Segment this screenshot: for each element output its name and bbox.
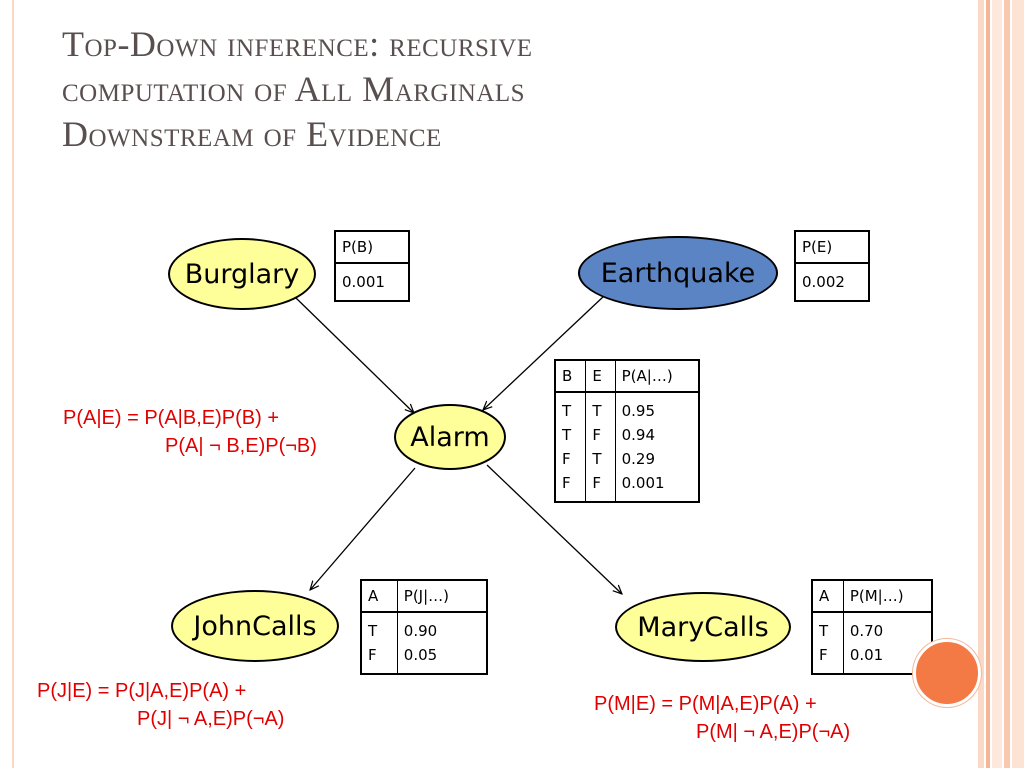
node-johncalls-label: JohnCalls <box>193 610 317 642</box>
cpt-column: T F T F <box>585 392 616 502</box>
cpt-column: T F <box>812 612 844 674</box>
node-alarm-label: Alarm <box>410 421 490 453</box>
cpt-cell: T <box>592 402 602 420</box>
cpt-column: 0.90 0.05 <box>397 612 487 674</box>
border-stripe <box>1004 0 1010 768</box>
cpt-cell: 0.70 <box>849 622 884 640</box>
slide-title: Top-Down inference: recursive computatio… <box>62 22 962 157</box>
cpt-cell: F <box>562 450 571 468</box>
cpt-cell: 0.001 <box>621 474 665 492</box>
cpt-value: 0.002 <box>802 273 845 291</box>
cpt-cell: T <box>592 450 602 468</box>
cpt-cell: F <box>819 646 828 664</box>
cpt-value: 0.001 <box>342 273 385 291</box>
cpt-header: P(A|…) <box>615 360 699 393</box>
cpt-header: B <box>555 360 587 393</box>
decorative-circle <box>913 639 981 707</box>
title-line-1: Top-Down inference: recursive <box>62 24 533 64</box>
cpt-burglary: P(B) 0.001 <box>334 230 410 302</box>
formula-line: P(M|E) = P(M|A,E)P(A) + <box>594 693 817 715</box>
cpt-alarm: B E P(A|…) T T F F T F T F 0.95 0.94 0.2… <box>554 359 700 503</box>
cpt-cell: 0.05 <box>403 646 438 664</box>
cpt-johncalls: A P(J|…) T F 0.90 0.05 <box>360 579 488 675</box>
cpt-column: T T F F <box>555 392 587 502</box>
node-burglary-label: Burglary <box>184 258 300 290</box>
formula-alarm: P(A|E) = P(A|B,E)P(B) + P(A| ¬ B,E)P(¬B) <box>63 404 317 460</box>
formula-line: P(A|E) = P(A|B,E)P(B) + <box>63 407 279 429</box>
node-earthquake: Earthquake <box>578 236 778 310</box>
node-earthquake-label: Earthquake <box>600 257 756 289</box>
formula-line: P(J|E) = P(J|A,E)P(A) + <box>37 680 247 702</box>
formula-line: P(J| ¬ A,E)P(¬A) <box>137 708 285 730</box>
cpt-header: A <box>812 580 844 613</box>
cpt-column: T F <box>361 612 398 674</box>
border-stripe <box>992 0 1002 768</box>
cpt-header: P(J|…) <box>397 580 487 613</box>
cpt-cell: T <box>368 622 378 640</box>
node-marycalls-label: MaryCalls <box>637 611 769 643</box>
cpt-cell: F <box>592 426 602 444</box>
edge-alarm-marycalls <box>486 464 622 594</box>
cpt-cell: 0.29 <box>621 450 656 468</box>
cpt-cell: F <box>592 474 602 492</box>
node-johncalls: JohnCalls <box>171 590 339 662</box>
cpt-earthquake: P(E) 0.002 <box>794 230 870 302</box>
cpt-header: P(M|…) <box>843 580 932 613</box>
border-stripe <box>1012 0 1024 768</box>
cpt-cell: T <box>562 402 572 420</box>
title-line-3: Downstream of Evidence <box>62 114 442 154</box>
cpt-header: E <box>585 360 616 393</box>
cpt-cell: 0.01 <box>849 646 884 664</box>
cpt-cell: T <box>562 426 572 444</box>
edge-earthquake-alarm <box>483 295 605 410</box>
node-burglary: Burglary <box>168 238 316 310</box>
node-alarm: Alarm <box>394 404 506 470</box>
cpt-cell: 0.94 <box>621 426 656 444</box>
cpt-cell: T <box>819 622 829 640</box>
cpt-header: P(B) <box>335 231 409 264</box>
edge-burglary-alarm <box>295 297 414 413</box>
formula-line: P(M| ¬ A,E)P(¬A) <box>696 721 851 743</box>
node-marycalls: MaryCalls <box>615 592 791 662</box>
title-line-2: computation of All Marginals <box>62 69 526 109</box>
edge-alarm-johncalls <box>310 467 416 590</box>
border-stripe <box>12 0 14 768</box>
cpt-cell: 0.95 <box>621 402 656 420</box>
border-stripe <box>986 0 990 768</box>
formula-line: P(A| ¬ B,E)P(¬B) <box>165 435 317 457</box>
cpt-column: 0.70 0.01 <box>843 612 932 674</box>
cpt-cell: F <box>562 474 571 492</box>
cpt-column: 0.95 0.94 0.29 0.001 <box>615 392 699 502</box>
formula-marycalls: P(M|E) = P(M|A,E)P(A) + P(M| ¬ A,E)P(¬A) <box>594 690 850 746</box>
cpt-cell: F <box>368 646 377 664</box>
cpt-header: P(E) <box>795 231 869 264</box>
border-stripe <box>978 0 984 768</box>
formula-johncalls: P(J|E) = P(J|A,E)P(A) + P(J| ¬ A,E)P(¬A) <box>37 677 284 733</box>
cpt-header: A <box>361 580 398 613</box>
cpt-cell: 0.90 <box>403 622 438 640</box>
cpt-marycalls: A P(M|…) T F 0.70 0.01 <box>811 579 933 675</box>
